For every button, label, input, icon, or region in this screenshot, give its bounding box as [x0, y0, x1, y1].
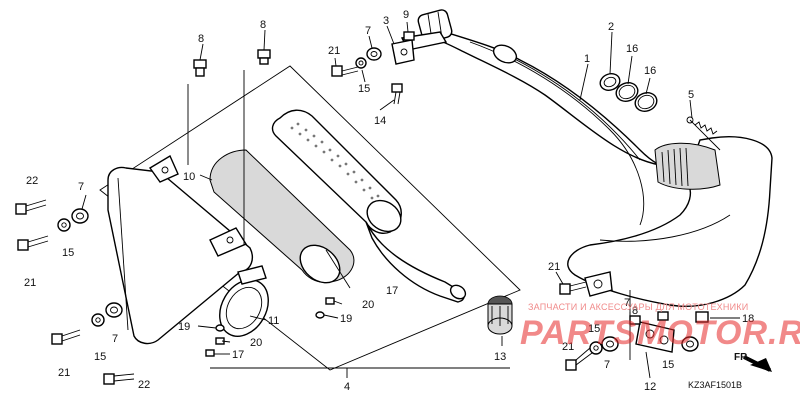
collar-7-far-right[interactable]: [681, 336, 699, 352]
silencer-inner-pipe[interactable]: [271, 109, 468, 303]
callout-20-lower: 20: [250, 337, 262, 349]
bolt-8-lower-a[interactable]: [629, 315, 641, 325]
callout-7-mid: 7: [624, 297, 630, 309]
silencer-packing[interactable]: [209, 149, 355, 290]
callout-19-left: 19: [178, 321, 190, 333]
washer-15-right[interactable]: [589, 341, 603, 355]
callout-3: 3: [383, 15, 389, 27]
exhaust-pipe[interactable]: [400, 9, 773, 307]
bolt-21-top[interactable]: [331, 65, 359, 77]
callout-15-left: 15: [62, 247, 74, 259]
washer-19-left[interactable]: [215, 324, 225, 332]
muffler-bracket-collar[interactable]: [635, 321, 675, 353]
callout-17-lower: 17: [232, 349, 244, 361]
callout-8-lower: 8: [632, 305, 638, 317]
callout-11: 11: [268, 315, 279, 327]
bolt-14[interactable]: [391, 83, 403, 105]
collar-7-lower[interactable]: [105, 302, 123, 318]
callout-21-right: 21: [548, 261, 560, 273]
bolt-8-right[interactable]: [257, 49, 271, 65]
callout-8-right: 8: [260, 19, 266, 31]
callout-21-top: 21: [328, 45, 340, 57]
bolt-22-upper[interactable]: [15, 199, 47, 215]
drawing-code: KZ3AF1501B: [688, 380, 742, 390]
bolt-21-bottom[interactable]: [565, 347, 593, 371]
callout-22-upper: 22: [26, 175, 38, 187]
callouts: 8 8 21 7 3 9 15 14 1 2 16 16 5 10 22 7 1…: [24, 9, 754, 393]
callout-20-upper: 20: [362, 299, 374, 311]
callout-21-left: 21: [24, 277, 36, 289]
o-ring-lower[interactable]: [633, 90, 660, 114]
callout-1: 1: [584, 53, 590, 65]
o-ring-upper[interactable]: [614, 80, 641, 104]
callout-4: 4: [344, 381, 350, 393]
callout-8-left: 8: [198, 33, 204, 45]
washer-15-top[interactable]: [355, 57, 367, 69]
nut-9[interactable]: [403, 31, 415, 41]
screw-20-upper[interactable]: [325, 297, 335, 305]
collar-7-left[interactable]: [71, 208, 89, 224]
bolt-22-lower[interactable]: [103, 373, 135, 385]
callout-7-right: 7: [604, 359, 610, 371]
callout-16-upper: 16: [626, 43, 638, 55]
exhaust-spring[interactable]: [686, 116, 721, 151]
callout-7-far: 15: [662, 359, 674, 371]
washer-15-lower[interactable]: [91, 313, 105, 327]
callout-7-lower: 7: [112, 333, 118, 345]
bracket-3[interactable]: [391, 39, 415, 65]
callout-18: 18: [742, 313, 754, 325]
nut-18[interactable]: [695, 311, 709, 323]
callout-7-left: 7: [78, 181, 84, 193]
gasket-ring[interactable]: [598, 71, 622, 93]
callout-5: 5: [688, 89, 694, 101]
washer-19-right[interactable]: [315, 311, 325, 319]
callout-14: 14: [374, 115, 386, 127]
callout-12: 12: [644, 381, 656, 393]
callout-22-lower: 22: [138, 379, 150, 391]
callout-13: 13: [494, 351, 506, 363]
callout-21-lower: 21: [58, 367, 70, 379]
collar-7-right[interactable]: [601, 336, 619, 352]
callout-9: 9: [403, 9, 409, 21]
muffler-body[interactable]: [107, 154, 253, 345]
front-direction-arrow: FR.: [734, 352, 772, 372]
bolt-21-right[interactable]: [559, 281, 587, 295]
exhaust-joint-rubber[interactable]: [487, 295, 513, 335]
callout-16-lower: 16: [644, 65, 656, 77]
direction-label: FR.: [734, 352, 750, 363]
screw-17-lower[interactable]: [205, 349, 215, 357]
callout-17-upper: 17: [386, 285, 398, 297]
bolt-21-lower[interactable]: [51, 329, 81, 345]
leader-lines: [81, 21, 740, 379]
callout-21-bottom: 21: [562, 341, 574, 353]
bolt-8-lower-b[interactable]: [657, 311, 669, 321]
callout-7-top: 7: [365, 25, 371, 37]
bolt-21-left[interactable]: [17, 235, 49, 251]
callout-2: 2: [608, 21, 614, 33]
washer-15-left[interactable]: [57, 218, 71, 232]
callout-19-right: 19: [340, 313, 352, 325]
callout-15-lower: 15: [94, 351, 106, 363]
bolt-8-left[interactable]: [193, 59, 207, 77]
callout-15-top: 15: [358, 83, 370, 95]
muffler-end-cap[interactable]: [210, 265, 278, 345]
collar-7-top[interactable]: [366, 47, 382, 61]
callout-10: 10: [183, 171, 195, 183]
callout-15-right: 15: [588, 323, 600, 335]
